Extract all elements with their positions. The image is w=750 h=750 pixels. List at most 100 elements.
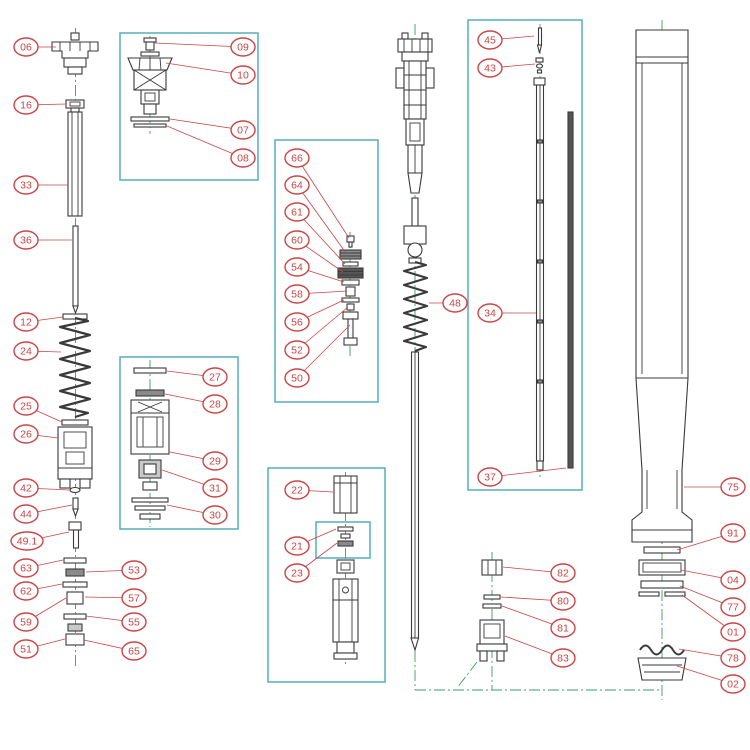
callout-bubble (550, 648, 576, 668)
callout-25: 25 (13, 396, 39, 416)
callout-bubble (121, 612, 147, 632)
main-spring-24 (58, 316, 92, 419)
callout-label: 82 (557, 568, 569, 580)
callout-bubble (13, 581, 39, 601)
callout-label: 49.1 (17, 536, 38, 548)
callout-bubble (13, 639, 39, 659)
callout-label: 22 (291, 485, 303, 497)
callout-53: 53 (121, 560, 147, 580)
callout-label: 29 (209, 456, 221, 468)
callout-label: 57 (128, 593, 140, 605)
callout-bubble (284, 368, 310, 388)
piston-detail-assembly (130, 367, 170, 520)
callout-bubble (550, 563, 576, 583)
callout-bubble (550, 591, 576, 611)
callout-09: 09 (230, 37, 256, 57)
callout-44: 44 (13, 504, 39, 524)
callout-bubble (13, 230, 39, 250)
callout-61: 61 (284, 202, 310, 222)
callout-04: 04 (720, 570, 746, 590)
cap-detail-box (119, 32, 259, 181)
rebound-assembly-26 (57, 426, 93, 489)
leader-line-08 (166, 125, 244, 159)
callout-bubble (13, 175, 39, 195)
callout-24: 24 (13, 341, 39, 361)
callout-bubble (720, 570, 746, 590)
callout-label: 83 (557, 653, 569, 665)
callout-bubble (477, 30, 503, 50)
callout-45: 45 (477, 30, 503, 50)
callout-33: 33 (13, 175, 39, 195)
callout-01: 01 (720, 622, 746, 642)
callout-bubble (13, 312, 39, 332)
callout-label: 64 (291, 180, 303, 192)
callout-bubble (284, 175, 310, 195)
callout-label: 09 (237, 42, 249, 54)
callout-label: 12 (20, 317, 32, 329)
callout-22: 22 (284, 480, 310, 500)
callout-bubble (284, 536, 310, 556)
axle-bracket-assembly (476, 559, 508, 662)
callout-label: 10 (237, 70, 249, 82)
callout-label: 26 (20, 429, 32, 441)
callout-label: 60 (291, 235, 303, 247)
callout-bubble (442, 293, 468, 313)
callout-65: 65 (121, 641, 147, 661)
callout-42: 42 (13, 478, 39, 498)
callout-label: 02 (727, 679, 739, 691)
callout-bubble (13, 95, 39, 115)
callout-21: 21 (284, 536, 310, 556)
base-valve-stack (337, 235, 364, 346)
callout-06: 06 (13, 37, 39, 57)
cylinder-detail-assembly (332, 475, 359, 660)
callout-52: 52 (284, 340, 310, 360)
callout-bubble (13, 612, 39, 632)
damper-rod (410, 351, 420, 652)
callout-label: 30 (209, 510, 221, 522)
callout-label: 55 (128, 617, 140, 629)
callout-bubble (284, 148, 310, 168)
callout-49.1: 49.1 (10, 531, 44, 551)
callout-label: 42 (20, 483, 32, 495)
callout-bubble (284, 202, 310, 222)
callout-label: 62 (20, 586, 32, 598)
callout-26: 26 (13, 424, 39, 444)
callout-bubble (720, 648, 746, 668)
group-boxes (119, 19, 583, 683)
callout-label: 65 (128, 646, 140, 658)
callout-bubble (720, 597, 746, 617)
callout-bubble (121, 588, 147, 608)
damper-cartridge-assembly (395, 32, 435, 264)
callout-label: 23 (291, 568, 303, 580)
callout-48: 48 (442, 293, 468, 313)
leader-line-66 (296, 157, 350, 239)
seal-stack (637, 546, 687, 681)
callout-58: 58 (284, 284, 310, 304)
callout-label: 27 (209, 372, 221, 384)
callout-label: 36 (20, 235, 32, 247)
callout-62: 62 (13, 581, 39, 601)
callout-bubble (202, 451, 228, 471)
callout-label: 25 (20, 401, 32, 413)
callout-label: 80 (557, 596, 569, 608)
callout-label: 48 (449, 298, 461, 310)
callout-bubble (284, 563, 310, 583)
leader-line-09 (154, 42, 244, 48)
base-valve-detail-box (274, 139, 379, 403)
callout-label: 01 (727, 627, 739, 639)
leader-line-61 (296, 211, 346, 265)
callout-08: 08 (230, 148, 256, 168)
callout-bubble (13, 341, 39, 361)
callout-bubble (202, 367, 228, 387)
callout-36: 36 (13, 230, 39, 250)
callout-bubble (13, 396, 39, 416)
callout-31: 31 (202, 478, 228, 498)
callout-77: 77 (720, 597, 746, 617)
callout-bubble (202, 478, 228, 498)
callout-75: 75 (720, 477, 746, 497)
callout-37: 37 (477, 467, 503, 487)
callout-bubble (121, 560, 147, 580)
inner-rod-tube-33 (67, 107, 83, 217)
callout-bubble (202, 505, 228, 525)
